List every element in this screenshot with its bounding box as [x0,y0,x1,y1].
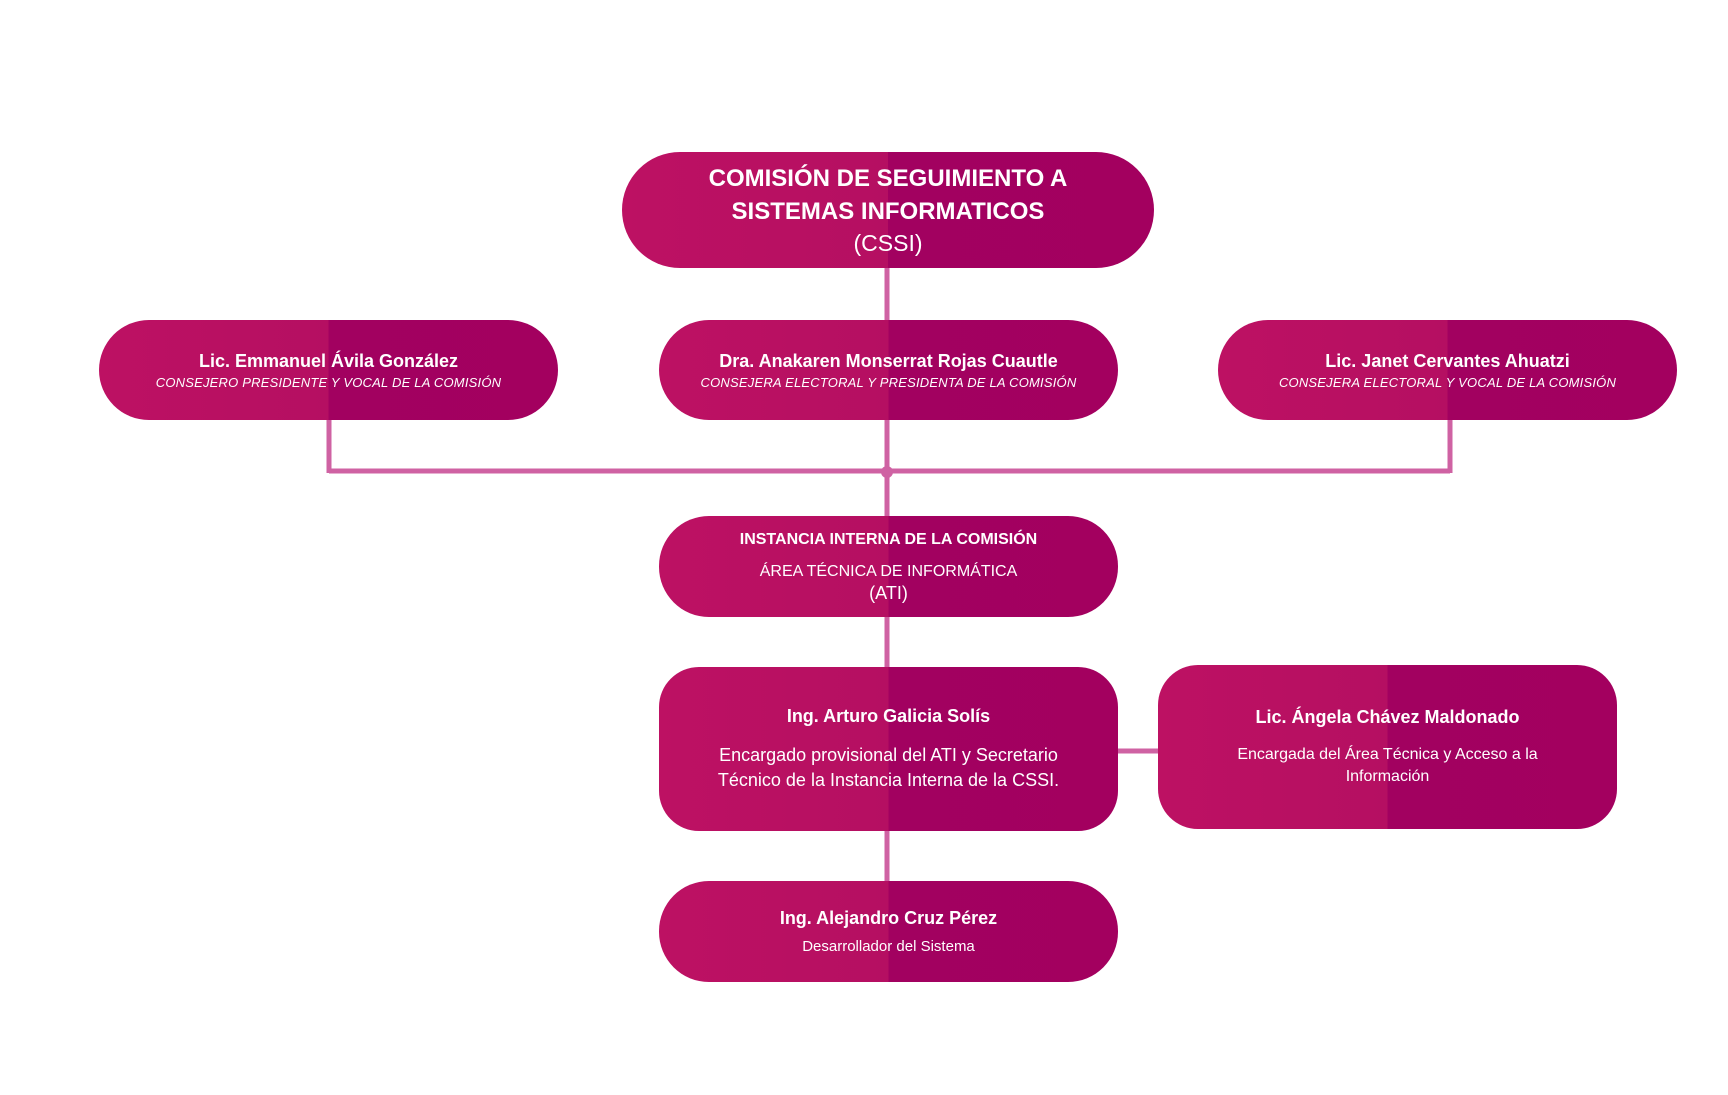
member-role: CONSEJERA ELECTORAL Y PRESIDENTA DE LA C… [700,374,1077,390]
member-name: Dra. Anakaren Monserrat Rojas Cuautle [719,350,1058,371]
member-node-right: Lic. Janet Cervantes Ahuatzi CONSEJERA E… [1218,320,1677,420]
member-role: CONSEJERA ELECTORAL Y VOCAL DE LA COMISI… [1278,374,1617,390]
assistant-node: Lic. Ángela Chávez Maldonado Encargada d… [1158,665,1617,829]
commission-acronym: (CSSI) [853,229,923,256]
staff-role: Encargado provisional del ATI y Secretar… [717,745,1060,790]
developer-node: Ing. Alejandro Cruz Pérez Desarrollador … [659,881,1118,982]
staff-name: Ing. Arturo Galicia Solís [786,706,991,726]
staff-name: Ing. Alejandro Cruz Pérez [779,907,998,928]
member-role: CONSEJERO PRESIDENTE Y VOCAL DE LA COMIS… [155,374,502,390]
commission-node: COMISIÓN DE SEGUIMIENTO A SISTEMAS INFOR… [622,152,1154,268]
member-name: Lic. Janet Cervantes Ahuatzi [1325,350,1570,371]
internal-title: INSTANCIA INTERNA DE LA COMISIÓN [739,530,1038,548]
staff-name: Lic. Ángela Chávez Maldonado [1255,707,1520,727]
member-node-center: Dra. Anakaren Monserrat Rojas Cuautle CO… [659,320,1118,420]
internal-instance-node: INSTANCIA INTERNA DE LA COMISIÓN ÁREA TÉ… [659,516,1118,617]
member-name: Lic. Emmanuel Ávila González [198,350,459,371]
staff-role: Encargada del Área Técnica y Acceso a la… [1237,746,1538,785]
member-node-left: Lic. Emmanuel Ávila González CONSEJERO P… [99,320,558,420]
staff-role: Desarrollador del Sistema [802,937,975,955]
internal-acronym: (ATI) [869,582,908,603]
internal-area: ÁREA TÉCNICA DE INFORMÁTICA [759,562,1018,580]
manager-node: Ing. Arturo Galicia Solís Encargado prov… [659,667,1118,831]
commission-title: COMISIÓN DE SEGUIMIENTO A SISTEMAS INFOR… [708,164,1068,225]
